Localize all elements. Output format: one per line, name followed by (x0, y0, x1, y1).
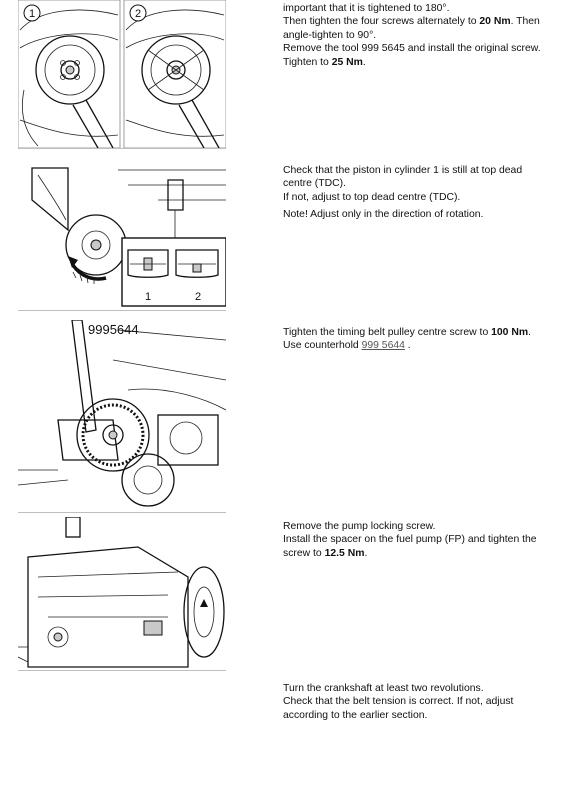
step-2-text: Check that the piston in cylinder 1 is s… (283, 164, 555, 222)
step-2-line: If not, adjust to top dead centre (TDC). (283, 191, 461, 203)
step-1-line: Then tighten the four screws alternately… (283, 16, 540, 28)
step-1-line: Remove the tool 999 5645 and install the… (283, 43, 541, 55)
figure-timing-belt-pulley: 9995644 (18, 320, 226, 513)
step-1-line: angle-tighten to 90°. (283, 29, 377, 41)
step-2-line: centre (TDC). (283, 178, 346, 190)
panel-label-1: 1 (145, 291, 151, 303)
torque-value: 25 Nm (331, 56, 363, 68)
torque-value: 100 Nm (491, 327, 529, 338)
panel-2: 2 (123, 0, 226, 148)
figure-tdc-check: 1 2 (18, 160, 226, 311)
panel-label-2: 2 (135, 8, 141, 20)
step-4-text: Remove the pump locking screw. Install t… (283, 520, 555, 560)
step-1-text: important that it is tightened to 180°. … (283, 2, 555, 69)
step-2-note: Note! Adjust only in the direction of ro… (283, 209, 484, 221)
step-3-line: Use counterhold 999 5644 . (283, 340, 411, 352)
panel-label-1: 1 (29, 8, 35, 20)
step-5-text: Turn the crankshaft at least two revolut… (283, 682, 555, 722)
panel-label-2: 2 (195, 291, 201, 303)
tool-label: 9995644 (88, 322, 139, 337)
step-5-line: according to the earlier section. (283, 709, 428, 721)
step-5-line: Turn the crankshaft at least two revolut… (283, 683, 484, 694)
step-1-line: important that it is tightened to 180°. (283, 3, 450, 14)
figure-crankshaft-pulley-tightening: 1 2 (18, 0, 226, 149)
step-4-line: Install the spacer on the fuel pump (FP)… (283, 534, 537, 546)
step-2-line: Check that the piston in cylinder 1 is s… (283, 165, 523, 176)
step-1-line: Tighten to 25 Nm. (283, 56, 366, 68)
step-3-text: Tighten the timing belt pulley centre sc… (283, 326, 555, 353)
panel-1: 1 (18, 0, 121, 148)
counterhold-tool-link[interactable]: 999 5644 (361, 340, 405, 352)
figure-fuel-pump (18, 517, 226, 671)
torque-value: 12.5 Nm (324, 547, 365, 559)
step-4-line: screw to 12.5 Nm. (283, 547, 368, 559)
torque-value: 20 Nm (479, 16, 511, 28)
step-5-line: Check that the belt tension is correct. … (283, 696, 514, 708)
step-4-line: Remove the pump locking screw. (283, 521, 436, 532)
step-3-line: Tighten the timing belt pulley centre sc… (283, 327, 531, 338)
